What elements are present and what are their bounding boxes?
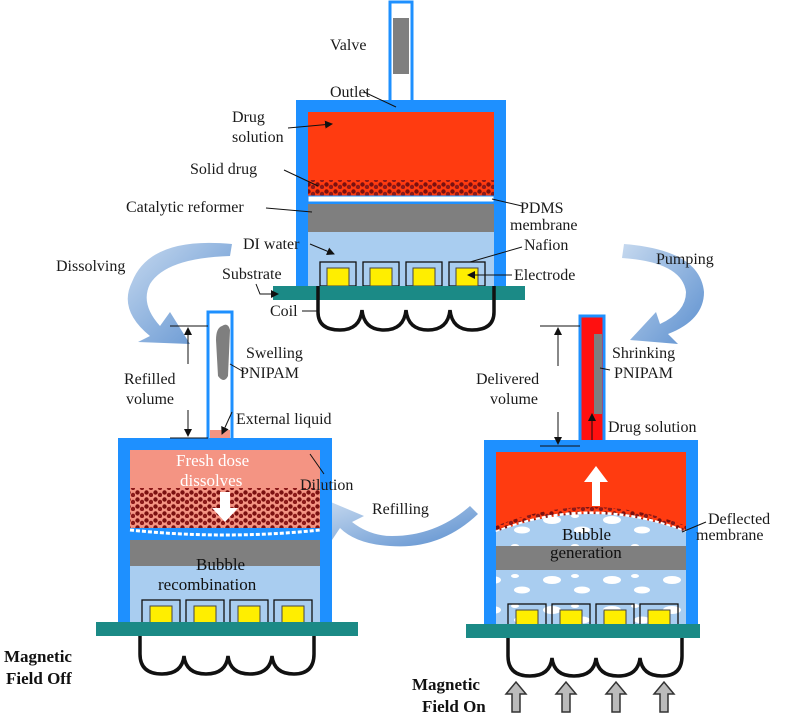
label-external-liquid: External liquid — [236, 411, 332, 428]
electrode — [281, 605, 305, 625]
label-di-water: DI water — [243, 236, 300, 253]
label-pdms-membrane: PDMS membrane — [510, 200, 578, 234]
electrode — [193, 605, 217, 625]
right-coil — [506, 638, 684, 678]
swelling-pnipam — [216, 324, 230, 380]
electrode — [237, 605, 261, 625]
label-valve: Valve — [330, 37, 366, 54]
up-arrow-icon — [554, 680, 578, 713]
left-white-down-arrow — [212, 492, 238, 522]
label-electrode: Electrode — [514, 267, 575, 284]
left-coil — [138, 636, 316, 676]
top-substrate — [273, 286, 525, 300]
label-drug-solution-right: Drug solution — [608, 419, 696, 436]
label-bubble-recombination: Bubble recombination — [158, 555, 257, 594]
left-device — [96, 310, 358, 676]
right-bubble-chamber — [496, 514, 686, 546]
label-delivered-volume: Delivered volume — [476, 371, 543, 408]
label-substrate: Substrate — [222, 266, 282, 283]
up-arrow-icon — [652, 680, 676, 713]
top-solid-drug — [308, 180, 494, 196]
up-arrow-icon — [604, 680, 628, 713]
top-coil — [316, 286, 496, 332]
right-white-up-arrow — [584, 466, 608, 506]
electrode — [326, 267, 350, 287]
label-catalytic-reformer: Catalytic reformer — [126, 199, 244, 216]
right-device — [466, 314, 700, 713]
right-catalytic-reformer — [496, 546, 686, 570]
left-fresh-dose — [130, 450, 320, 488]
label-solid-drug: Solid drug — [190, 161, 257, 178]
cycle-arrows: Dissolving Pumping Refilling — [56, 242, 714, 547]
up-arrow-icon — [504, 680, 528, 713]
magnetic-field-arrows — [504, 680, 676, 713]
shrinking-pnipam — [594, 334, 602, 414]
top-pdms-membrane — [307, 195, 495, 203]
label-drug-solution: Drug solution — [232, 109, 284, 146]
right-substrate — [466, 624, 700, 638]
label-pumping: Pumping — [656, 251, 714, 268]
label-magnetic-field-off: Magnetic Field Off — [4, 647, 76, 688]
left-labels: Swelling PNIPAM Refilled volume External… — [4, 325, 353, 688]
top-drug-solution — [308, 112, 494, 180]
electrode — [455, 267, 479, 287]
electrode — [369, 267, 393, 287]
refilling-arrow — [326, 500, 478, 547]
label-outlet: Outlet — [330, 84, 371, 101]
label-nafion: Nafion — [524, 237, 568, 254]
label-refilling: Refilling — [372, 501, 429, 518]
label-magnetic-field-on: Magnetic Field On — [412, 675, 486, 716]
label-deflected-membrane: Deflected membrane — [696, 511, 774, 544]
top-labels: Valve Outlet Drug solution Solid drug Ca… — [126, 37, 578, 320]
top-electrodes — [319, 261, 486, 287]
valve — [393, 18, 409, 74]
label-shrinking-pnipam: Shrinking PNIPAM — [612, 345, 679, 382]
left-electrodes — [141, 599, 313, 625]
label-bubble-generation: Bubble generation — [550, 525, 622, 562]
label-coil: Coil — [270, 303, 298, 320]
electrode — [412, 267, 436, 287]
label-fresh-dose: Fresh dose dissolves — [176, 451, 253, 490]
electrode — [149, 605, 173, 625]
dissolving-arrow — [127, 242, 232, 344]
top-device — [273, 0, 525, 332]
top-catalytic-reformer — [308, 204, 494, 232]
label-swelling-pnipam: Swelling PNIPAM — [240, 345, 307, 382]
pumping-arrow — [622, 244, 704, 344]
label-dilution: Dilution — [300, 477, 353, 494]
left-catalytic-reformer — [130, 540, 320, 566]
label-refilled-volume: Refilled volume — [124, 371, 180, 408]
left-substrate — [96, 622, 358, 636]
deflected-membrane — [495, 511, 687, 534]
right-labels: Shrinking PNIPAM Delivered volume Drug s… — [412, 325, 774, 716]
label-dissolving: Dissolving — [56, 258, 125, 275]
